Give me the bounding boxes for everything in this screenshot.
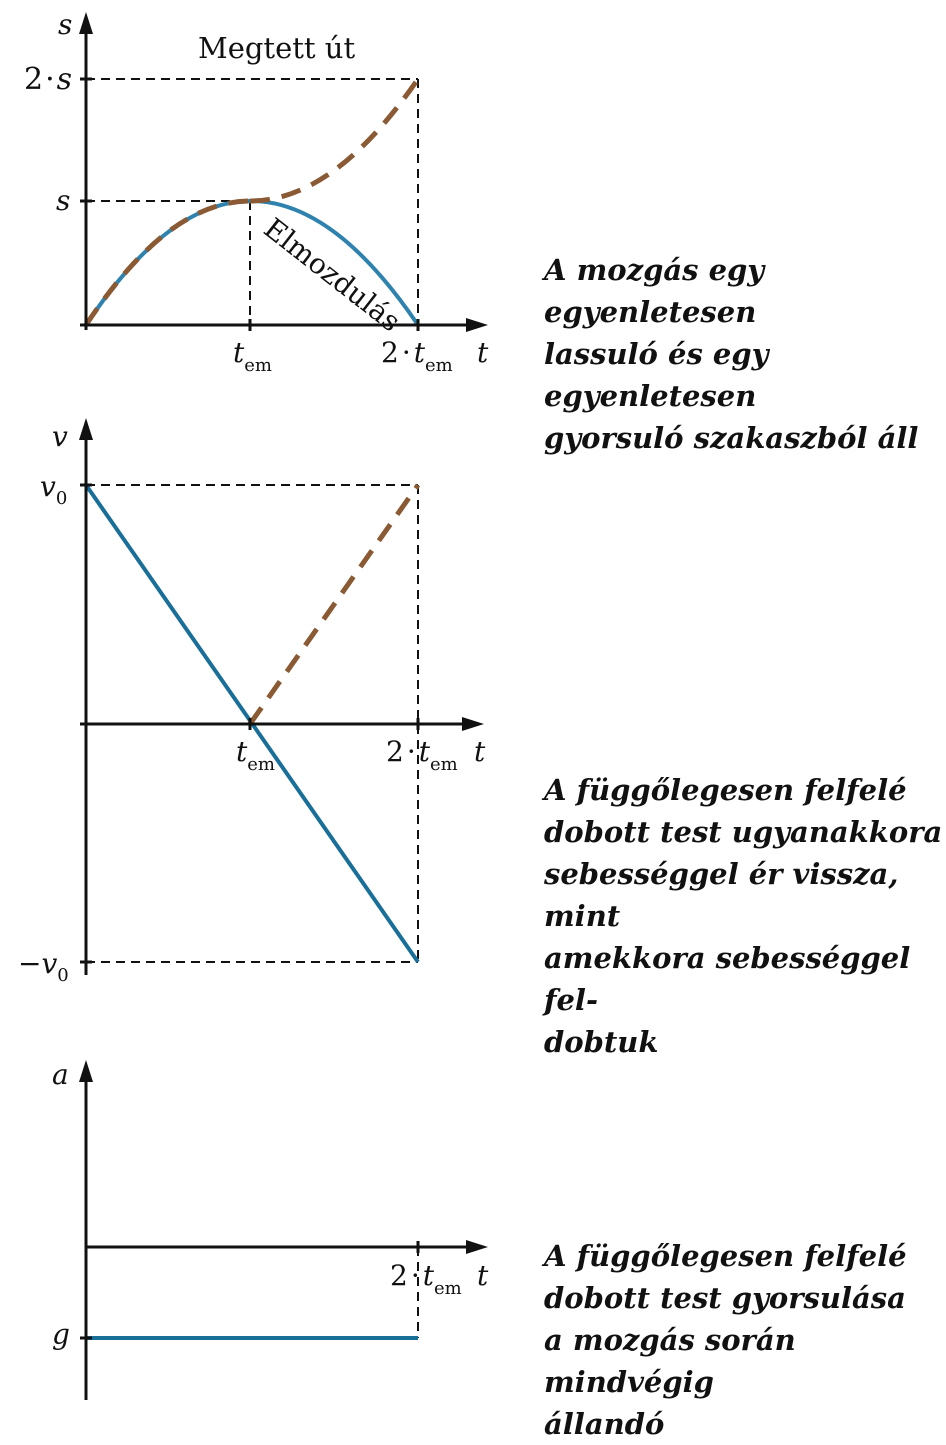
ytick-minus-v0: −v0	[18, 947, 69, 986]
caption-line: dobott test gyorsulása	[544, 1281, 906, 1315]
caption-line: gyorsuló szakaszból áll	[544, 421, 919, 455]
caption-motion-phases: A mozgás egy egyenletesen lassuló és egy…	[544, 249, 946, 459]
xtick-tem: tem	[233, 336, 272, 376]
xtick-2tem: 2·tem	[386, 735, 458, 775]
distance-curve-rise	[83, 198, 251, 327]
ytick-g: g	[52, 1318, 70, 1351]
caption-line: dobtuk	[544, 1025, 659, 1059]
s-axis-arrow-icon	[79, 12, 93, 34]
t-axis-arrow-icon	[466, 1240, 488, 1254]
caption-line: lassuló és egy egyenletesen	[544, 337, 769, 413]
acceleration-time-chart: a g 2·tem t	[52, 1058, 489, 1400]
x-axis-label-t: t	[474, 735, 486, 768]
y-axis-label-v: v	[52, 420, 68, 453]
caption-line: dobott test ugyanakkora	[544, 815, 943, 849]
caption-return-speed: A függőlegesen felfelé dobott test ugyan…	[544, 769, 946, 1063]
x-axis-label-t: t	[477, 1259, 489, 1292]
caption-constant-acceleration: A függőlegesen felfelé dobott test gyors…	[544, 1235, 946, 1445]
ytick-s: s	[56, 184, 70, 217]
x-axis-label-t: t	[477, 336, 489, 369]
speed-line-dashed	[247, 483, 421, 726]
caption-line: A mozgás egy egyenletesen	[544, 253, 765, 329]
v-axis-arrow-icon	[79, 418, 93, 440]
chart-title-megtett-ut: Megtett út	[198, 31, 355, 65]
xtick-2tem: 2·tem	[390, 1259, 462, 1299]
xtick-2tem: 2·tem	[381, 336, 453, 376]
caption-line: A függőlegesen felfelé	[544, 1239, 907, 1273]
distance-time-chart: s 2·s s Megtett út Elmozdulás tem 2·tem …	[24, 8, 489, 376]
velocity-time-chart: v v0 −v0 tem 2·tem t	[18, 418, 486, 986]
t-axis-arrow-icon	[462, 717, 484, 731]
ytick-v0: v0	[40, 470, 67, 509]
y-axis-label-a: a	[52, 1058, 69, 1091]
xtick-tem: tem	[236, 735, 275, 775]
t-axis-arrow-icon	[466, 318, 488, 332]
a-axis-arrow-icon	[79, 1060, 93, 1082]
caption-line: a mozgás során mindvégig	[544, 1323, 796, 1399]
ytick-2s: 2·s	[24, 62, 72, 97]
distance-curve-fall-mirror	[249, 77, 421, 204]
caption-line: A függőlegesen felfelé	[544, 773, 907, 807]
y-axis-label-s: s	[58, 8, 72, 41]
caption-line: sebességgel ér vissza, mint	[544, 857, 899, 933]
caption-line: állandó	[544, 1407, 665, 1441]
caption-line: amekkora sebességgel fel-	[544, 941, 911, 1017]
